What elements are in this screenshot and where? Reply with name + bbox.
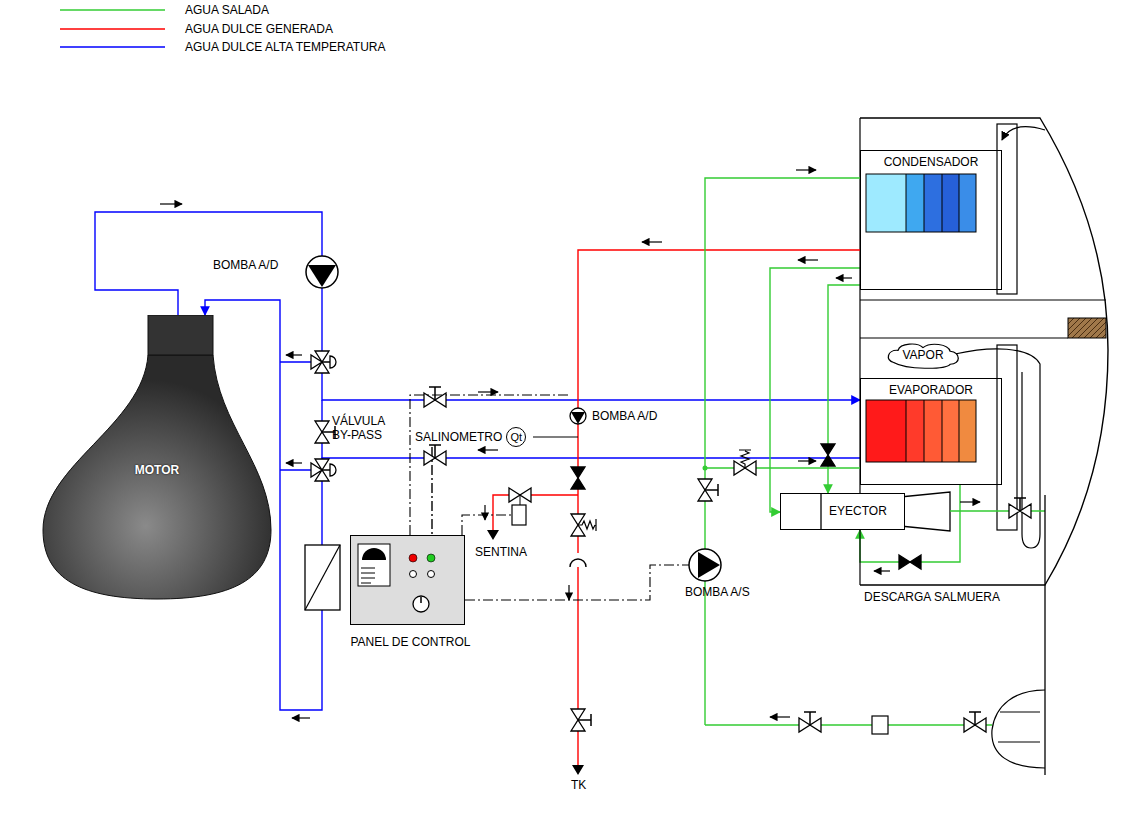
part-label: VÁLVULA BY-PASS xyxy=(332,414,394,442)
engine-shape: MOTOR xyxy=(40,315,274,600)
legend-line-sample xyxy=(60,42,185,52)
ejector-label: EYECTOR xyxy=(829,494,904,528)
legend-item: AGUA DULCE GENERADA xyxy=(60,22,333,36)
panel-box xyxy=(350,535,465,625)
legend-item: AGUA SALADA xyxy=(60,3,269,17)
salinometer: SALINOMETRO Qt xyxy=(415,427,526,447)
panel-label: PANEL DE CONTROL xyxy=(345,635,476,649)
part-label: BOMBA A/D xyxy=(213,258,278,272)
part-label: SENTINA xyxy=(475,545,527,559)
salinometer-label: SALINOMETRO xyxy=(415,430,502,444)
legend-text: AGUA SALADA xyxy=(185,3,269,17)
part-label: DESCARGA SALMUERA xyxy=(864,590,1000,604)
part-label: BOMBA A/S xyxy=(685,585,750,599)
salinometer-circle: Qt xyxy=(506,427,526,447)
vapor-cloud: VAPOR xyxy=(885,342,961,368)
pipe-connector xyxy=(770,268,860,512)
panel-instruments xyxy=(351,536,463,623)
legend-text: AGUA DULCE ALTA TEMPERATURA xyxy=(185,40,386,54)
legend-line-sample xyxy=(60,5,185,15)
salinometer-symbol: Qt xyxy=(511,430,523,444)
ejector-box: EYECTOR xyxy=(780,493,905,530)
engine-label: MOTOR xyxy=(40,463,274,477)
part-label: TK xyxy=(571,778,586,792)
part-label: BOMBA A/D xyxy=(592,409,657,423)
engine-drawing xyxy=(40,315,274,600)
condenser-box: CONDENSADOR xyxy=(860,150,1002,290)
legend-line-sample xyxy=(60,24,185,34)
box-title: CONDENSADOR xyxy=(861,155,1001,169)
control-panel: PANEL DE CONTROL xyxy=(345,535,476,650)
vapor-label: VAPOR xyxy=(885,348,961,362)
pipe-connector xyxy=(205,300,860,710)
box-title: EVAPORADOR xyxy=(861,383,1001,397)
evaporator-box: EVAPORADOR xyxy=(860,378,1002,485)
legend-text: AGUA DULCE GENERADA xyxy=(185,22,333,36)
legend-item: AGUA DULCE ALTA TEMPERATURA xyxy=(60,40,386,54)
